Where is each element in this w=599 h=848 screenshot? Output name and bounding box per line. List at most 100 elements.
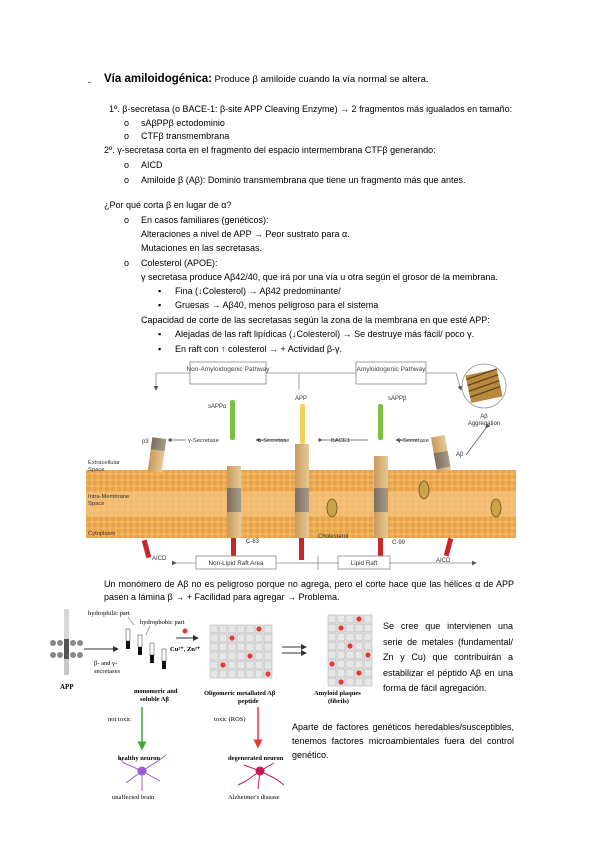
aggregate-cell [218, 633, 228, 643]
aggregate-cell [236, 651, 246, 661]
aicd-fragment-right [443, 537, 454, 557]
aggregate-cell [236, 642, 246, 652]
metal-dot [265, 671, 271, 677]
aggregate-cell [263, 660, 273, 670]
aggregate-cell [327, 641, 337, 651]
aggregate-cell [245, 633, 255, 643]
aicd-fragment-left [141, 539, 152, 559]
aggregate-cell [336, 650, 346, 660]
step-1-item-2: CTFβ transmembrana [141, 131, 230, 141]
bullet: o [124, 258, 130, 268]
bullet-dash: - [88, 77, 91, 87]
aggregate-cell [227, 669, 237, 679]
cytoplasm-label: Cytoplasm [88, 531, 116, 537]
app-membrane-icon [50, 609, 83, 675]
abeta-label: Aβ [456, 452, 464, 458]
gamma-secretase-2-label: γ-Secretase [398, 438, 429, 444]
apoe-line-1: γ secretasa produce Aβ42/40, que irá por… [141, 272, 498, 282]
metal-dot [347, 643, 353, 649]
metals-label: Cu²⁺, Zn²⁺ [170, 646, 201, 653]
aggregate-cell [263, 651, 273, 661]
degenerated-neuron-label: degenerated neuron [228, 755, 284, 762]
gamma-secretase-1-label: γ-Secretase [188, 438, 219, 444]
section-description: Produce β amiloide cuando la vía normal … [214, 74, 429, 85]
aggregate-cell [345, 659, 355, 669]
aggregate-cell [327, 623, 337, 633]
aggregate-cell [218, 669, 228, 679]
aggregate-cell [336, 614, 346, 624]
why-question: ¿Por qué corta β en lugar de α? [104, 200, 232, 210]
healthy-neuron-icon [117, 754, 167, 791]
non-lipid-raft-label: Non-Lipid Raft Area [209, 560, 264, 567]
metal-ion-icon [182, 628, 188, 634]
capacidad: Capacidad de corte de las secretasas seg… [141, 315, 490, 325]
aggregate-cell [245, 642, 255, 652]
plaques-label: Amyloid plaques(fibrils) [314, 690, 361, 705]
aggregate-cell [236, 633, 246, 643]
monomer-icons [125, 628, 167, 669]
bullet: o [124, 175, 130, 185]
aggregate-cell [227, 651, 237, 661]
aggregate-cell [236, 669, 246, 679]
amyloid-label: Amyloidogenic Pathway [356, 366, 426, 373]
bullet: o [124, 131, 130, 141]
sappa-label: sAPPα [208, 404, 227, 410]
aggregate-cell [354, 650, 364, 660]
aggregate-cell [363, 614, 373, 624]
aggregate-cell [345, 623, 355, 633]
aggregate-cell [218, 642, 228, 652]
familiar-line-1: Alteraciones a nivel de APP → Peor sustr… [141, 229, 350, 239]
app-processing-diagram: Non-Amyloidogenic Pathway Amyloidogenic … [86, 361, 516, 570]
aggregate-cell [327, 668, 337, 678]
sappb-label: sAPPβ [388, 396, 407, 402]
aggregate-cell [245, 660, 255, 670]
aggregate-cell [345, 668, 355, 678]
metal-dot [329, 661, 335, 667]
aggregate-cell [354, 623, 364, 633]
metal-dot [356, 670, 362, 676]
unaffected-brain-label: unaffected brain [112, 794, 155, 801]
fina: Fina (↓Colesterol) → Aβ42 predominante/ [175, 286, 341, 296]
app-ectodomain [300, 404, 305, 444]
aggregate-cell [336, 659, 346, 669]
aggregate-cell [336, 641, 346, 651]
aggregate-cell [345, 677, 355, 687]
app-label-2: APP [60, 683, 74, 691]
section-heading: Vía amiloidogénica: [104, 73, 212, 85]
non-amyloid-label: Non-Amyloidogenic Pathway [186, 366, 270, 373]
aggregate-cell [345, 650, 355, 660]
aggregate-cell [209, 633, 219, 643]
metal-dot [338, 679, 344, 685]
secretases-label: β- and γ-secretases [94, 660, 120, 675]
aggregate-cell [327, 650, 337, 660]
alpha-secretase-label: α-Secretase [258, 438, 289, 444]
aggregate-cell [254, 660, 264, 670]
aggregate-cell [363, 641, 373, 651]
aggregate-cell [209, 669, 219, 679]
metal-dot [247, 653, 253, 659]
aggregate-cell [227, 660, 237, 670]
sappb-fragment [378, 404, 383, 440]
aggregate-cell [327, 632, 337, 642]
metal-dot [356, 616, 362, 622]
section-title: Vía amiloidogénica: Produce β amiloide c… [104, 73, 429, 85]
aggregate-cell [209, 642, 219, 652]
healthy-neuron-label: healthy neuron [118, 755, 160, 762]
raft: En raft con ↑ colesterol → + Actividad β… [175, 344, 342, 354]
cholesterol-icon [326, 498, 338, 518]
aggregate-cell [209, 624, 219, 634]
metal-dot [229, 635, 235, 641]
aggregate-cell [254, 633, 264, 643]
bullet: o [124, 118, 130, 128]
aggregate-cell [363, 632, 373, 642]
aggregate-cell [236, 624, 246, 634]
step-2-item-1: AICD [141, 160, 163, 170]
sappa-fragment [230, 400, 235, 440]
gruesa: Gruesas → Aβ40, menos peligroso para el … [175, 300, 379, 310]
hydrophobic-label: hydrophobic part [140, 619, 185, 626]
plaque-grid [327, 614, 373, 687]
not-toxic-label: not toxic [108, 716, 131, 723]
